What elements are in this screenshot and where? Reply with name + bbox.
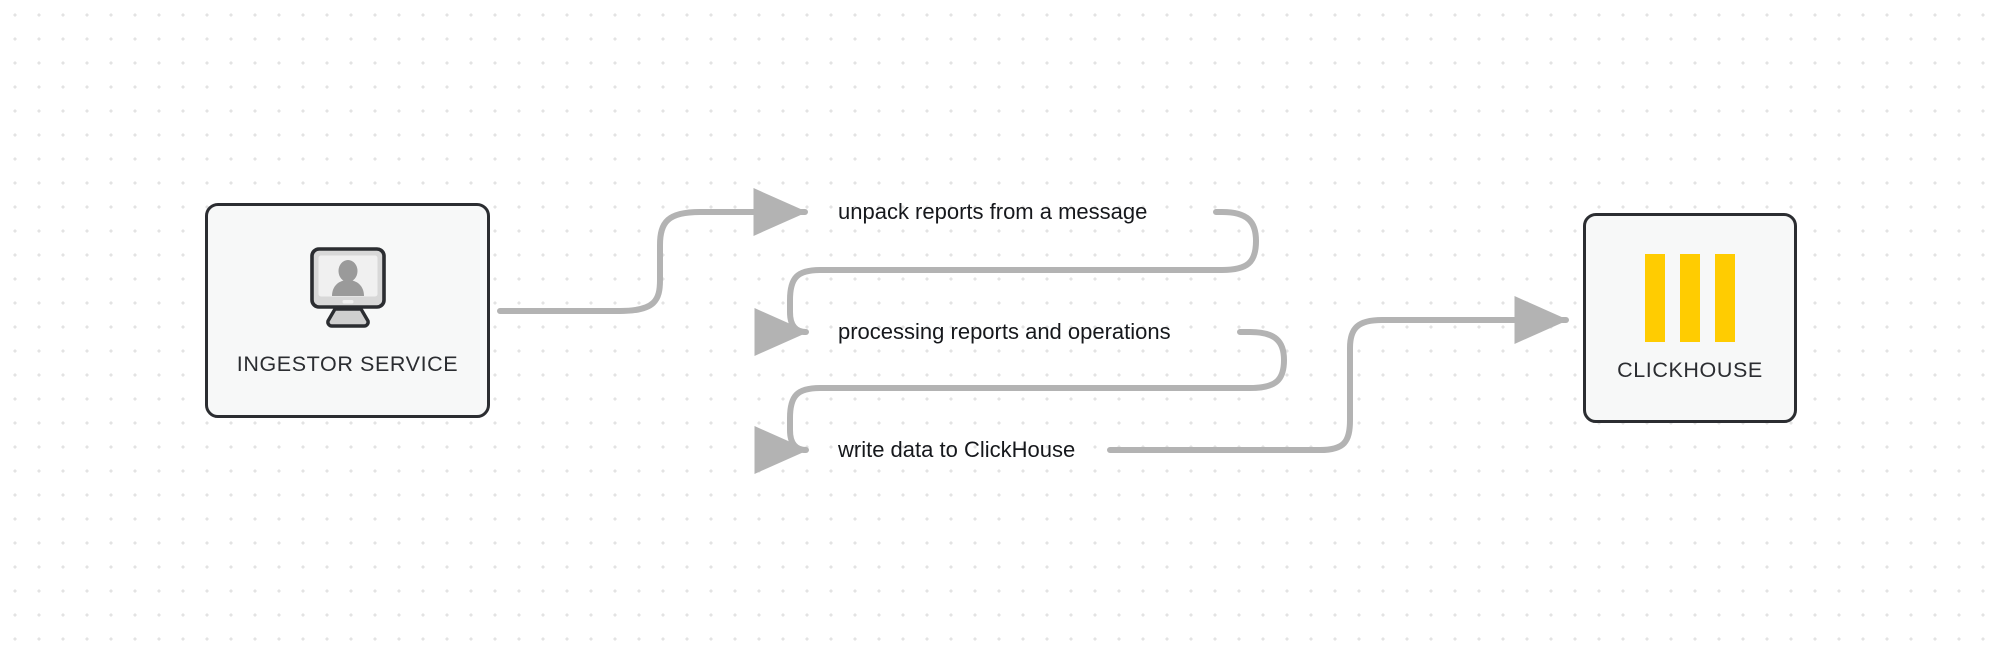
- clickhouse-bar-2: [1680, 253, 1700, 342]
- edge-step2-to-step3: [754, 329, 1287, 474]
- edge-ingestor-to-step1: [497, 188, 808, 314]
- edge-label-unpack-reports: unpack reports from a message: [838, 199, 1148, 224]
- clickhouse-bar-1: [1645, 253, 1665, 342]
- node-ingestor-service[interactable]: INGESTOR SERVICE: [205, 203, 490, 418]
- edge-label-write-data: write data to ClickHouse: [838, 437, 1076, 462]
- edge-label-processing-reports: processing reports and operations: [838, 319, 1171, 344]
- edge-step1-to-step2: [754, 209, 1259, 356]
- node-clickhouse-label: CLICKHOUSE: [1617, 357, 1763, 382]
- clickhouse-logo-icon: [1645, 253, 1735, 342]
- node-ingestor-service-label: INGESTOR SERVICE: [236, 351, 459, 376]
- edge-step3-to-clickhouse: [1107, 296, 1569, 453]
- node-clickhouse[interactable]: CLICKHOUSE: [1583, 213, 1797, 423]
- clickhouse-bar-3: [1715, 253, 1735, 342]
- monitor-user-icon: [302, 245, 394, 334]
